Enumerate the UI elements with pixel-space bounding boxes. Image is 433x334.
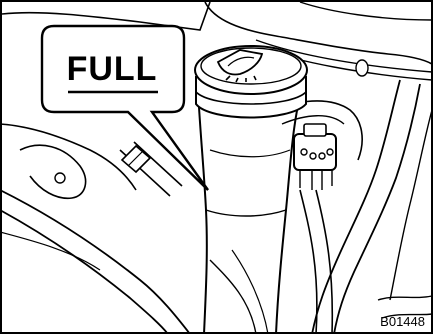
full-label: FULL [60,52,164,86]
cable-clip [356,60,368,76]
figure-code: B01448 [380,315,425,329]
left-bracket-bolt [55,173,65,183]
